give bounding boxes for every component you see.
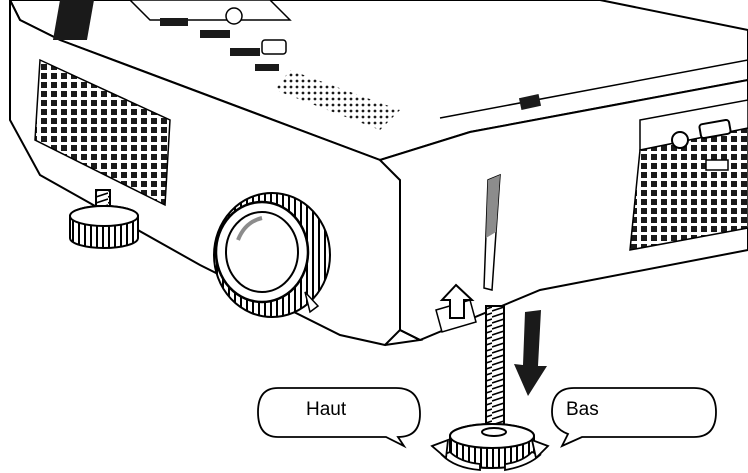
adjustable-foot <box>449 305 535 469</box>
callout-down <box>551 387 717 448</box>
top-panel-details <box>52 0 748 130</box>
callout-up <box>257 387 421 449</box>
rear-foot <box>69 189 139 249</box>
lower-label: Bas <box>566 399 599 420</box>
lens <box>213 192 331 318</box>
side-vent <box>34 58 171 207</box>
rear-panel <box>629 99 748 251</box>
raise-label: Haut <box>306 399 347 420</box>
down-arrow-icon <box>514 310 547 396</box>
up-arrow-icon <box>439 283 475 319</box>
rotate-arrow-icon <box>430 438 550 472</box>
